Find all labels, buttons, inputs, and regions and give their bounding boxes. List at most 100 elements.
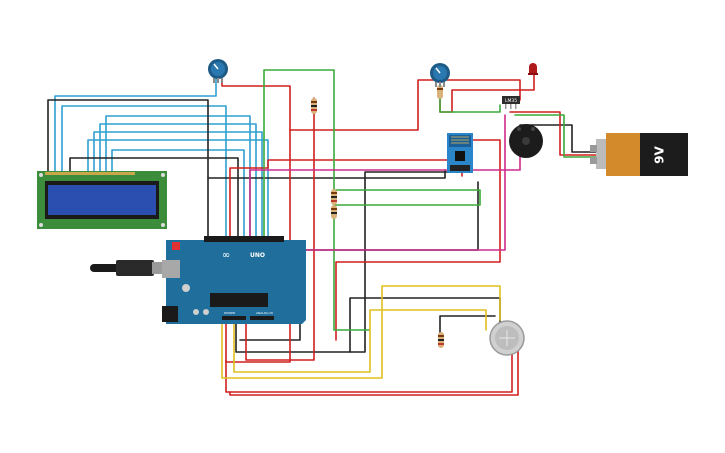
- wifi-module[interactable]: [447, 133, 473, 173]
- pin: [443, 82, 445, 87]
- buzzer-terminal: [517, 127, 521, 131]
- band: [331, 200, 337, 202]
- resistor-icon: [437, 85, 443, 99]
- lcd-wire-blue-3: [87, 139, 269, 241]
- band: [438, 343, 444, 345]
- resistor-5[interactable]: [437, 85, 443, 99]
- battery-terminal-plate: [596, 139, 606, 169]
- pin: [510, 104, 512, 109]
- lcd-display[interactable]: [37, 171, 167, 229]
- battery-9v[interactable]: 9V: [590, 133, 688, 176]
- resistor-4[interactable]: [438, 332, 444, 348]
- potentiometer-indicator: [435, 67, 441, 74]
- resistor-3[interactable]: [331, 205, 337, 219]
- ground-wire-7: [519, 124, 601, 153]
- ground-wire-4: [235, 171, 463, 353]
- capacitor: [193, 309, 199, 315]
- signal-wire-green-1: [263, 69, 371, 331]
- wifi-chip: [455, 151, 465, 161]
- pin: [213, 78, 215, 83]
- band: [311, 101, 317, 103]
- wifi-antenna-trace: [451, 136, 469, 144]
- band: [438, 335, 444, 337]
- pin: [435, 82, 437, 87]
- mount-hole: [39, 223, 43, 227]
- mount-hole: [161, 223, 165, 227]
- lcd-wire-blue-5: [99, 123, 257, 241]
- analog-label: ANALOG IN: [256, 311, 273, 315]
- lcd-wire-blue-7: [111, 149, 245, 241]
- signal-wire-green-4: [514, 114, 601, 158]
- band: [311, 105, 317, 107]
- power-jack: [162, 306, 178, 322]
- lcd-screen: [48, 185, 156, 215]
- lcd-wire-blue-4: [93, 131, 263, 241]
- analog-header: [250, 316, 274, 320]
- arduino-brand: UNO: [250, 252, 265, 259]
- sensor-wire-yellow-1: [221, 285, 501, 379]
- led[interactable]: [528, 63, 538, 75]
- ground-wire-2: [69, 157, 239, 241]
- ground-wire-1: [47, 99, 209, 241]
- led-rim: [528, 73, 538, 75]
- resistor-1[interactable]: [311, 98, 317, 114]
- lcd-wire-blue-1: [54, 67, 217, 173]
- pin: [217, 78, 219, 83]
- usb-port: [162, 260, 180, 278]
- led-icon: [529, 63, 537, 74]
- potentiometer-indicator: [213, 63, 219, 70]
- gas-sensor-grid: [499, 330, 515, 346]
- power-wire-6: [509, 111, 601, 156]
- power-wire-9: [335, 139, 501, 341]
- mount-hole: [39, 173, 43, 177]
- lcd-wire-blue-2: [61, 105, 227, 241]
- potentiometer-2[interactable]: [430, 63, 450, 87]
- band: [331, 208, 337, 210]
- wires: [47, 67, 601, 396]
- signal-wire-green-2: [334, 189, 481, 206]
- pin: [221, 78, 223, 83]
- ground-wire-6: [439, 315, 496, 337]
- battery-body-orange: [606, 133, 640, 176]
- resistor-2[interactable]: [331, 189, 337, 205]
- potentiometer-1[interactable]: [208, 59, 228, 83]
- power-wire-4: [289, 79, 521, 131]
- mount-hole: [161, 173, 165, 177]
- microcontroller-chip: [210, 293, 268, 307]
- wifi-antenna-area: [449, 135, 471, 147]
- signal-wire-green-3: [439, 95, 501, 113]
- usb-plug: [116, 260, 154, 276]
- battery-body-black: [640, 133, 688, 176]
- battery-terminal: [590, 157, 597, 164]
- digital-header: [204, 236, 284, 242]
- power-label: POWER: [224, 311, 235, 315]
- band: [331, 192, 337, 194]
- capacitor: [182, 284, 190, 292]
- power-wire-8: [229, 344, 519, 396]
- buzzer-hole: [522, 137, 530, 145]
- band: [331, 196, 337, 198]
- power-header: [222, 316, 246, 320]
- arduino-logo: ∞: [222, 250, 230, 261]
- sensor-body: [502, 96, 520, 104]
- temperature-sensor[interactable]: LM35: [502, 96, 520, 109]
- pin: [439, 82, 441, 87]
- band: [311, 109, 317, 111]
- arduino-board: [166, 240, 306, 324]
- lcd-pin-header: [45, 172, 135, 175]
- battery-terminal: [590, 145, 597, 152]
- ground-wire-5: [349, 297, 501, 353]
- reset-button[interactable]: [172, 242, 180, 250]
- wifi-header: [450, 165, 470, 171]
- power-wire-3: [245, 97, 315, 361]
- gas-sensor[interactable]: [489, 320, 525, 356]
- buzzer[interactable]: [509, 124, 543, 158]
- band: [437, 88, 443, 90]
- band: [438, 339, 444, 341]
- battery-label: 9V: [653, 145, 667, 163]
- power-wire-1: [221, 71, 291, 363]
- arduino-uno[interactable]: ∞ UNO POWER ANALOG IN: [162, 236, 306, 324]
- sensor-label: LM35: [505, 98, 517, 104]
